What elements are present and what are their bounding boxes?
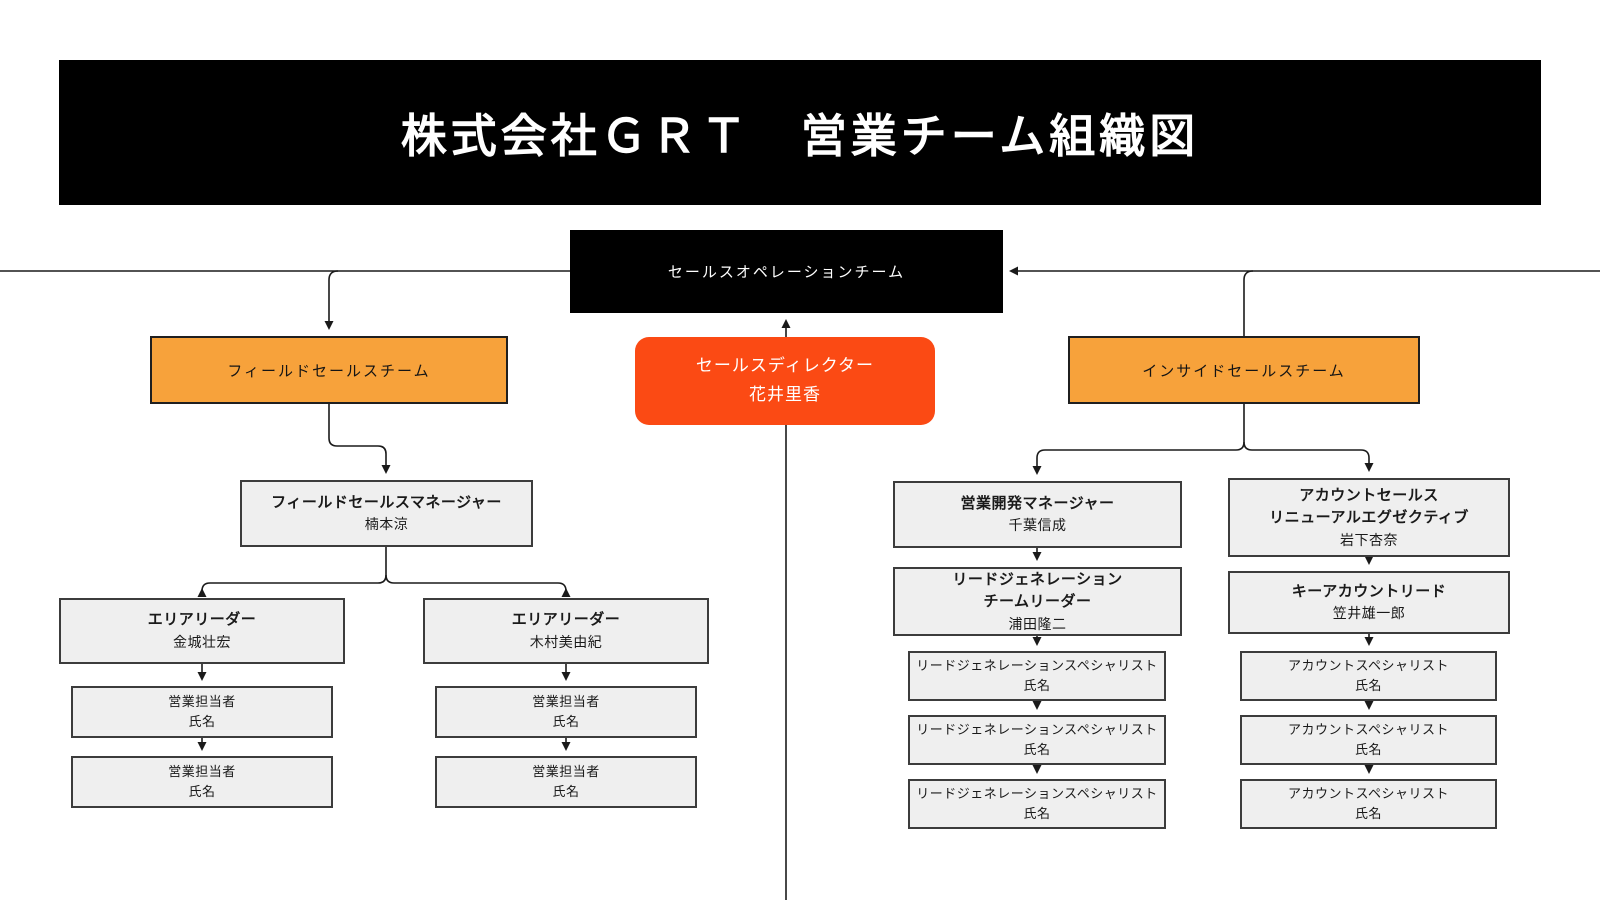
connector-manager-to-leader-1 [197,547,387,597]
node-person-name: 花井里香 [749,385,821,404]
node-label: フィールドセールスチーム [227,362,431,380]
node-sales-rep-3: 営業担当者 氏名 [435,686,697,738]
node-title: アカウントスペシャリスト [1287,657,1450,673]
node-sales-rep-4: 営業担当者 氏名 [435,756,697,808]
connector-inside-team-to-dev-manager [1032,404,1245,475]
node-area-leader-1: エリアリーダー 金城壮宏 [59,598,345,664]
node-label: インサイドセールスチーム [1142,362,1346,380]
node-account-specialist-3: アカウントスペシャリスト 氏名 [1240,779,1497,829]
node-title: リードジェネレーションスペシャリスト [916,657,1158,673]
chart-title-banner: 株式会社ＧＲＴ 営業チーム組織図 [59,60,1541,205]
node-title: 営業担当者 [532,693,600,709]
node-area-leader-2: エリアリーダー 木村美由紀 [423,598,709,664]
node-title: フィールドセールスマネージャー [271,493,502,511]
connector-topline-to-field-team [324,270,339,330]
connector-topline-to-inside-team [1243,270,1254,336]
node-sales-dev-manager: 営業開発マネージャー 千葉信成 [893,481,1182,548]
node-person-name: 氏名 [1023,806,1051,821]
node-leadgen-team-leader: リードジェネレーション チームリーダー 浦田隆二 [893,567,1182,636]
node-title-line2: チームリーダー [983,593,1092,610]
connector-field-team-to-manager [328,404,391,474]
node-field-sales-manager: フィールドセールスマネージャー 楠本涼 [240,480,533,547]
node-title: 営業担当者 [532,763,600,779]
node-person-name: 浦田隆二 [1008,615,1067,632]
node-title: キーアカウントリード [1291,582,1447,600]
node-person-name: 楠本涼 [364,516,409,533]
node-sales-director: セールスディレクター 花井里香 [635,337,935,425]
node-inside-sales-team: インサイドセールスチーム [1068,336,1420,404]
node-leadgen-specialist-3: リードジェネレーションスペシャリスト 氏名 [908,779,1166,829]
node-title: エリアリーダー [511,611,621,629]
node-person-name: 氏名 [1354,678,1382,693]
node-title: リードジェネレーションスペシャリスト [916,785,1158,801]
node-sales-rep-1: 営業担当者 氏名 [71,686,333,738]
node-account-specialist-1: アカウントスペシャリスト 氏名 [1240,651,1497,701]
node-person-name: 笠井雄一郎 [1332,605,1406,622]
node-title: 営業開発マネージャー [960,494,1115,512]
node-sales-rep-2: 営業担当者 氏名 [71,756,333,808]
chart-title: 株式会社ＧＲＴ 営業チーム組織図 [400,109,1200,162]
node-person-name: 氏名 [1023,678,1051,693]
node-person-name: 氏名 [1354,806,1382,821]
node-person-name: 氏名 [552,784,580,799]
node-person-name: 金城壮宏 [173,633,231,650]
node-account-specialist-2: アカウントスペシャリスト 氏名 [1240,715,1497,765]
node-person-name: 岩下杏奈 [1340,531,1398,548]
node-person-name: 氏名 [1023,742,1051,757]
node-person-name: 千葉信成 [1008,517,1067,534]
node-person-name: 木村美由紀 [529,633,603,650]
node-key-account-lead: キーアカウントリード 笠井雄一郎 [1228,571,1510,634]
node-title-line1: アカウントセールス [1299,486,1439,504]
node-title: セールスディレクター [695,356,875,376]
node-title: アカウントスペシャリスト [1287,785,1450,801]
node-title: 営業担当者 [168,763,236,779]
node-account-sales-renewal-exec: アカウントセールス リニューアルエグゼクティブ 岩下杏奈 [1228,478,1510,557]
node-field-sales-team: フィールドセールスチーム [150,336,508,404]
node-title: エリアリーダー [147,611,257,629]
node-leadgen-specialist-1: リードジェネレーションスペシャリスト 氏名 [908,651,1166,701]
connector-inside-team-to-account-exec [1243,441,1374,472]
node-title: 営業担当者 [168,693,236,709]
node-sales-operation-team: セールスオペレーションチーム [570,230,1003,313]
node-title-line1: リードジェネレーション [952,570,1123,588]
node-label: セールスオペレーションチーム [667,264,906,281]
connector-manager-to-leader-2 [385,574,571,597]
node-person-name: 氏名 [188,784,216,799]
node-leadgen-specialist-2: リードジェネレーションスペシャリスト 氏名 [908,715,1166,765]
node-person-name: 氏名 [552,714,580,729]
node-title-line2: リニューアルエグゼクティブ [1269,509,1469,526]
node-person-name: 氏名 [188,714,216,729]
node-person-name: 氏名 [1354,742,1382,757]
node-title: リードジェネレーションスペシャリスト [916,721,1158,737]
node-title: アカウントスペシャリスト [1287,721,1450,737]
